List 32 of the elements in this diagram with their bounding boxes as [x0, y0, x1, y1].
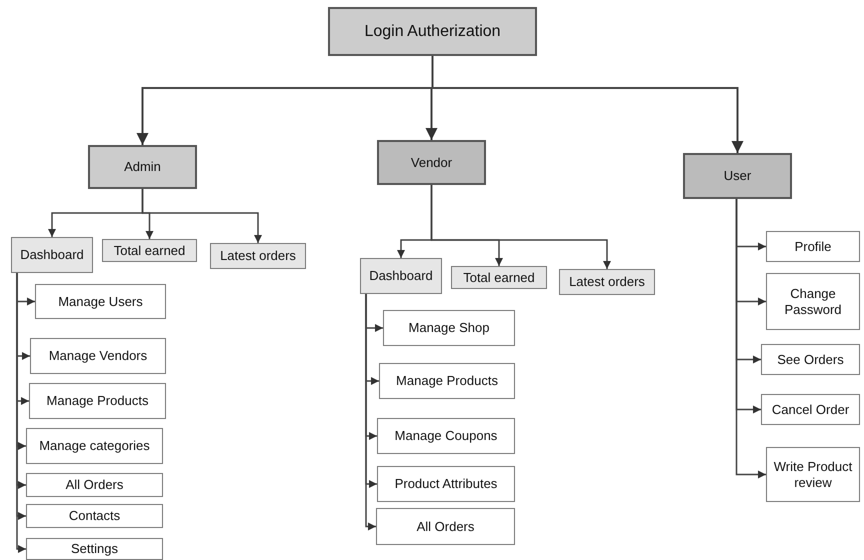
role-box: Vendor: [377, 140, 486, 185]
sub-box: Dashboard: [11, 237, 93, 273]
feature-box: Manage Shop: [383, 310, 515, 346]
login-box: Login Autherization: [328, 7, 537, 56]
connector-arrow: [365, 294, 376, 530]
sub-box: Latest orders: [210, 243, 306, 269]
sub-box: Total earned: [102, 239, 197, 262]
feature-box: Manage categories: [26, 428, 163, 464]
feature-box: All Orders: [26, 473, 163, 497]
feature-box: Manage Products: [29, 383, 166, 419]
feature-box: See Orders: [761, 344, 860, 375]
feature-box: Write Product review: [766, 447, 860, 502]
sub-box: Dashboard: [360, 258, 442, 294]
connector-arrow: [142, 189, 262, 243]
connector-arrow: [432, 56, 744, 153]
sub-box: Latest orders: [559, 269, 655, 295]
role-box: User: [683, 153, 792, 199]
role-box: Admin: [88, 145, 197, 189]
feature-box: Profile: [766, 231, 860, 262]
feature-box: Manage Products: [379, 363, 515, 399]
feature-box: Cancel Order: [761, 394, 860, 425]
connector-arrow: [430, 185, 611, 269]
feature-box: Settings: [26, 538, 163, 560]
feature-box: All Orders: [376, 508, 515, 545]
feature-box: Product Attributes: [377, 466, 515, 502]
feature-box: Manage Users: [35, 284, 166, 319]
sub-box: Total earned: [451, 266, 547, 289]
feature-box: Contacts: [26, 504, 163, 528]
connector-arrow: [736, 199, 766, 478]
feature-box: Change Password: [766, 273, 860, 330]
feature-box: Manage Coupons: [377, 418, 515, 454]
feature-box: Manage Vendors: [30, 338, 166, 374]
